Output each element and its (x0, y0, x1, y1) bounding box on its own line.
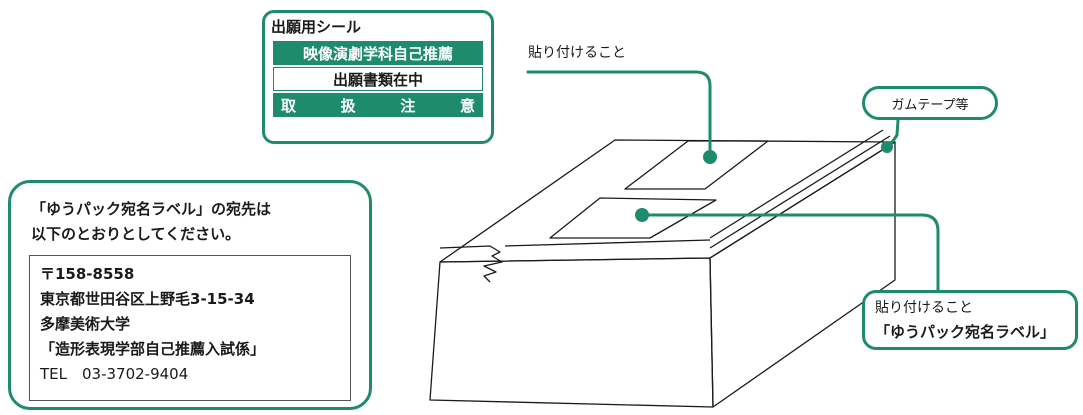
tape-strip-line (709, 135, 891, 249)
tape-strip-line (504, 239, 711, 247)
sticker-handle-with-care: 取 扱 注 意 (273, 93, 483, 117)
department-name: 「造形表現学部自己推薦入試係」 (40, 340, 266, 358)
sticker-placement-area (624, 140, 769, 190)
leader-line-sticker (526, 70, 712, 158)
box-front-face (429, 257, 714, 408)
tape-strip-line (709, 129, 884, 239)
sticker-anchor-dot (703, 150, 717, 164)
sticker-title: 出願用シール (271, 18, 362, 36)
label-callout-name: 「ゆうパック宛名ラベル」 (875, 323, 1056, 341)
label-callout-instruction: 貼り付けること (875, 300, 973, 316)
handle-char: 取 (281, 96, 297, 115)
handle-char: 意 (459, 96, 475, 115)
address-callout: 「ゆうパック宛名ラベル」の宛先は 以下のとおりとしてください。 〒158-855… (8, 180, 372, 410)
box-side-face (709, 141, 896, 408)
address-intro: 「ゆうパック宛名ラベル」の宛先は 以下のとおりとしてください。 (31, 197, 271, 247)
sticker-department: 映像演劇学科自己推薦 (273, 41, 483, 65)
application-sticker: 出願用シール 映像演劇学科自己推薦 出願書類在中 取 扱 注 意 (262, 10, 494, 144)
handle-char: 扱 (340, 96, 356, 115)
leader-line-label (640, 213, 940, 292)
street-address: 東京都世田谷区上野毛3-15-34 (40, 290, 255, 308)
school-name: 多摩美術大学 (40, 315, 131, 333)
address-intro-line: 「ゆうパック宛名ラベル」の宛先は (31, 200, 272, 218)
address-box: 〒158-8558 東京都世田谷区上野毛3-15-34 多摩美術大学 「造形表現… (29, 255, 351, 401)
label-callout: 貼り付けること 「ゆうパック宛名ラベル」 (862, 290, 1078, 350)
address-intro-line: 以下のとおりとしてください。 (31, 225, 241, 243)
handle-char: 注 (400, 96, 416, 115)
label-placement-area (549, 197, 717, 239)
tape-label: ガムテープ等 (862, 86, 998, 120)
label-anchor-dot (635, 208, 649, 222)
tape-anchor-dot (881, 141, 893, 153)
postal-code: 〒158-8558 (40, 265, 135, 283)
attach-label-top: 貼り付けること (528, 45, 626, 61)
sticker-contents: 出願書類在中 (273, 67, 483, 91)
tape-torn-end (439, 245, 503, 283)
box-top-face (439, 139, 896, 263)
telephone: TEL 03-3702-9404 (40, 365, 189, 383)
